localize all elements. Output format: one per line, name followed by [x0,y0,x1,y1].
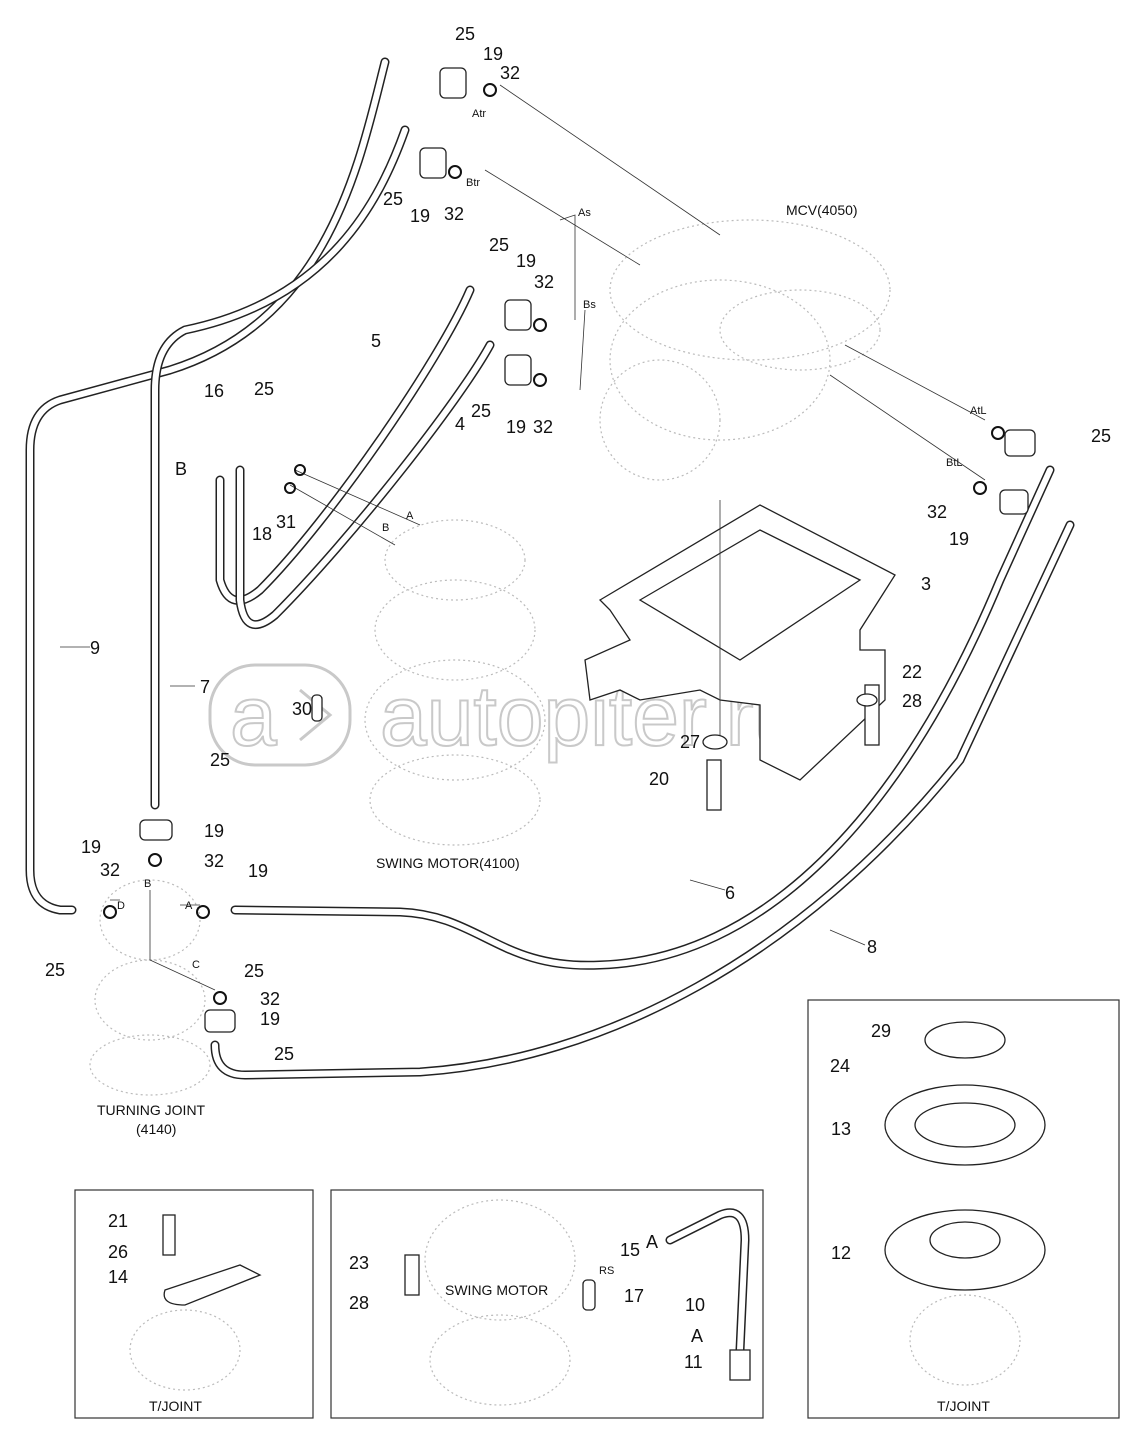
callout: 28 [349,1293,369,1313]
tjoint-label-left: T/JOINT [149,1398,202,1414]
callout: 19 [260,1009,280,1029]
callout: 25 [471,401,491,421]
callout: C [192,959,200,971]
callout: 9 [90,638,100,658]
callout: 19 [204,821,224,841]
callout: Atr [472,108,486,120]
callout: 25 [210,750,230,770]
callout: 4 [455,414,465,434]
callout: 25 [45,960,65,980]
callout: 21 [108,1211,128,1231]
callout: RS [599,1265,614,1277]
callout: 15 [620,1240,640,1260]
detail-box-tjoint-right [807,999,1120,1419]
callout: A [406,510,414,522]
callout: 28 [902,691,922,711]
callout: 25 [254,379,274,399]
callout: 32 [927,502,947,522]
callout: 6 [725,883,735,903]
hose-5 [215,285,475,605]
callout: 32 [500,63,520,83]
callout: 23 [349,1253,369,1273]
callout: 19 [81,837,101,857]
callout: AtL [970,405,987,417]
callout: 24 [830,1056,850,1076]
callout: 10 [685,1295,705,1315]
callout: 19 [483,44,503,64]
detail-box-swing-motor [330,1189,764,1419]
callout-labels: 25 19 32 Atr 25 19 32 Btr As MCV(4050) 2… [45,24,1111,1414]
callout: A [691,1326,703,1346]
callout: 11 [684,1352,703,1372]
callout: 13 [831,1119,851,1139]
callout: 27 [680,732,700,752]
callout: 32 [534,272,554,292]
tjoint-label-right: T/JOINT [937,1398,990,1414]
hose-8 [210,520,1075,1080]
swing-motor-ghost [364,519,546,846]
callout: B [382,522,389,534]
callout: 25 [274,1044,294,1064]
callout: 18 [252,524,272,544]
detail-box-tjoint-left [74,1189,314,1419]
turning-joint-label: TURNING JOINT [97,1102,206,1118]
fittings [103,67,1036,1033]
svg-text:a: a [230,669,277,763]
callout: 8 [867,937,877,957]
callout: 25 [489,235,509,255]
mcv-valve-ghost [599,219,891,481]
callout: 19 [248,861,268,881]
hose-7 [150,125,410,810]
callout: 25 [455,24,475,44]
callout: B [144,878,151,890]
callout: 3 [921,574,931,594]
callout: 22 [902,662,922,682]
callout: A [646,1232,658,1252]
callout: 19 [949,529,969,549]
callout: 7 [200,677,210,697]
detail-parts [129,1021,1046,1406]
hose-9 [25,57,390,915]
callout: 14 [108,1267,128,1287]
callout: 12 [831,1243,851,1263]
callout: 26 [108,1242,128,1262]
callout: B [175,459,187,479]
callout: 19 [410,206,430,226]
callout: 30 [292,699,312,719]
callout: 25 [244,961,264,981]
callout: 19 [506,417,526,437]
callout: 32 [260,989,280,1009]
callout: A [185,900,193,912]
callout: 20 [649,769,669,789]
callout: Bs [583,299,596,311]
callout: 16 [204,381,224,401]
callout: 32 [533,417,553,437]
leader-lines [60,84,986,991]
callout: 19 [516,251,536,271]
callout: 32 [204,851,224,871]
swing-motor-detail-label: SWING MOTOR [445,1282,548,1298]
swing-motor-label: SWING MOTOR(4100) [376,855,520,871]
callout: D [117,900,125,912]
hose-6 [230,465,1055,970]
callout: 29 [871,1021,891,1041]
bracket-part-3 [584,504,896,781]
callout: Btr [466,177,480,189]
callout: 5 [371,331,381,351]
callout: 17 [624,1286,644,1306]
turning-joint-number: (4140) [136,1121,176,1137]
callout: 31 [276,512,296,532]
callout: 25 [1091,426,1111,446]
mcv-label: MCV(4050) [786,202,858,218]
callout: 32 [444,204,464,224]
callout: BtL [946,457,963,469]
callout: 25 [383,189,403,209]
callout: 32 [100,860,120,880]
hose-4 [235,340,495,629]
callout: As [578,207,591,219]
